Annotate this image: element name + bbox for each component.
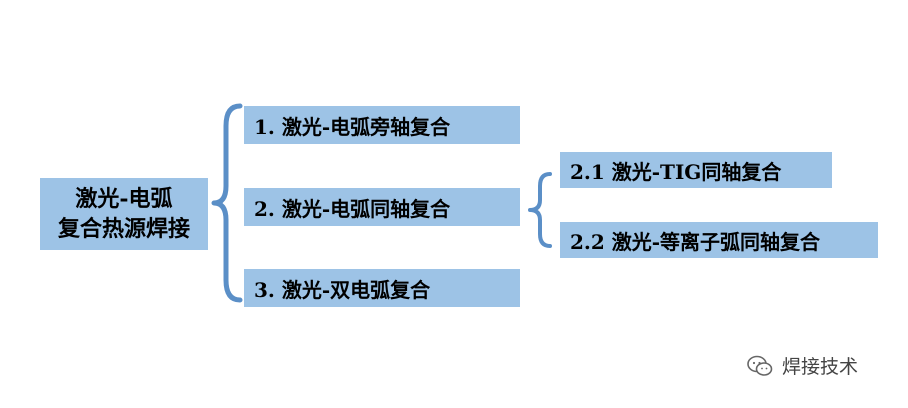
subbranch-label-2: 2.2 激光-等离子弧同轴复合: [570, 229, 821, 254]
watermark-text: 焊接技术: [782, 356, 859, 378]
branch-label-3: 3. 激光-双电弧复合: [254, 277, 431, 302]
root-node: 激光-电弧 复合热源焊接: [40, 178, 208, 250]
branch-label-1: 1. 激光-电弧旁轴复合: [254, 114, 451, 139]
root-label-line1: 激光-电弧: [75, 186, 173, 212]
wechat-icon: [747, 355, 773, 376]
branch-label-2: 2. 激光-电弧同轴复合: [254, 196, 451, 221]
branch-node-3: 3. 激光-双电弧复合: [244, 269, 520, 307]
branch-node-1: 1. 激光-电弧旁轴复合: [244, 106, 520, 144]
root-label-line2: 复合热源焊接: [57, 216, 190, 242]
sub-brace: [528, 172, 552, 248]
subbranch-label-1: 2.1 激光-TIG同轴复合: [570, 159, 782, 184]
watermark: 焊接技术: [746, 352, 858, 379]
subbranch-node-2: 2.2 激光-等离子弧同轴复合: [560, 222, 878, 258]
main-brace: [211, 103, 243, 303]
branch-node-2: 2. 激光-电弧同轴复合: [244, 188, 520, 226]
subbranch-node-1: 2.1 激光-TIG同轴复合: [560, 152, 832, 188]
